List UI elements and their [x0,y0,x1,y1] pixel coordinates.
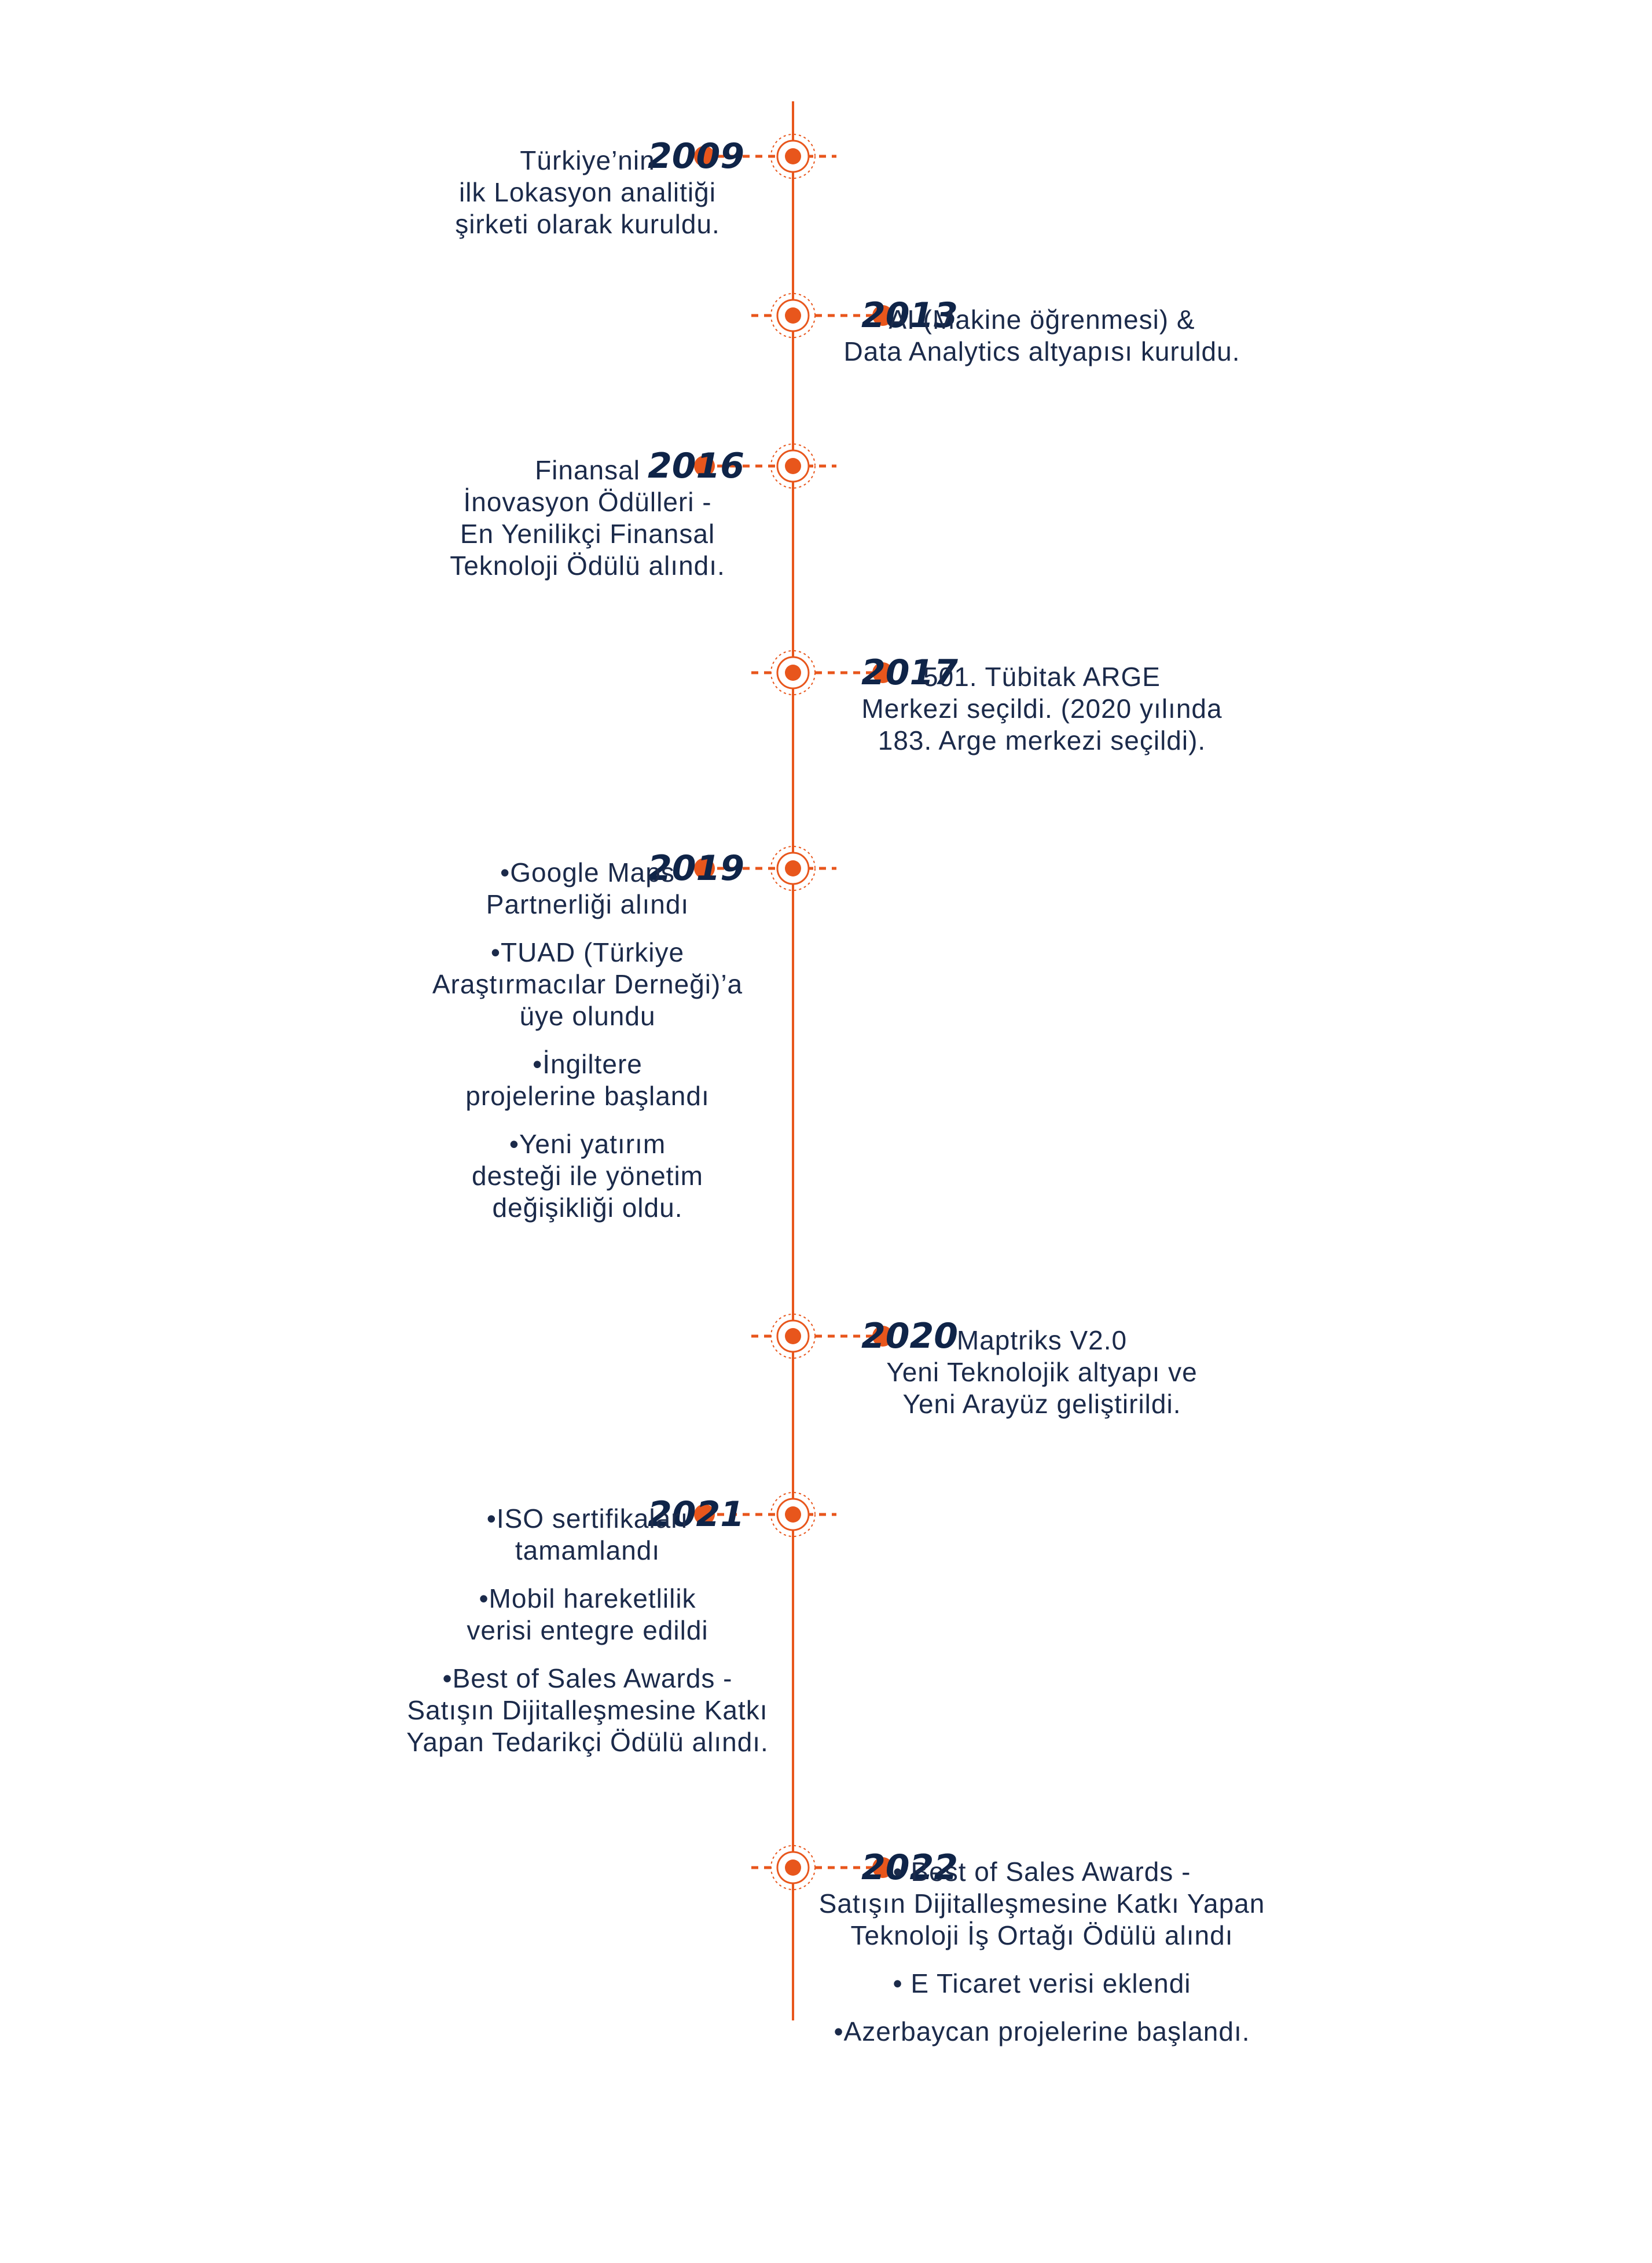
milestone-text-line: Partnerliği alındı [486,889,689,919]
milestone-text-line: Data Analytics altyapısı kuruldu. [843,336,1240,366]
year-label: 2021 [648,1494,744,1535]
milestone-text-line: • E Ticaret verisi eklendi [893,1968,1191,1998]
marker-outer-ring [770,650,816,695]
milestone-text-line: •ISO sertifikaları [486,1503,689,1534]
milestone-text-line: AI (Makine öğrenmesi) & [889,305,1195,335]
milestone-text-line: Satışın Dijitalleşmesine Katkı [407,1695,768,1725]
marker-dot [785,458,801,474]
year-label: 2020 [861,1316,958,1356]
milestone-text-line: 183. Arge merkezi seçildi). [878,725,1206,755]
marker-dot [785,148,801,164]
milestone-text-line: Teknoloji İş Ortağı Ödülü alındı [850,1920,1234,1950]
marker-outer-ring [770,443,816,489]
milestone-text-line: İnovasyon Ödülleri - [463,487,712,517]
connector-end-dot [694,456,715,476]
year-label: 2013 [861,295,958,336]
milestone-item: AI (Makine öğrenmesi) &Data Analytics al… [752,304,1331,368]
connector-end-dot [872,1326,893,1347]
marker-outer-ring [770,1314,816,1359]
year-label: 2009 [648,136,744,177]
milestone-item: •Azerbaycan projelerine başlandı. [752,2016,1331,2048]
milestone-text-line: •İngiltere [533,1049,643,1079]
marker-outer-ring [770,1492,816,1537]
year-label: 2017 [861,652,958,693]
milestone-description: • Best of Sales Awards -Satışın Dijitall… [752,1856,1331,2048]
milestone-item: • E Ticaret verisi eklendi [752,1968,1331,2000]
milestone-text-line: •Yeni yatırım [509,1129,666,1159]
marker-outer-ring [770,846,816,891]
milestone-text-line: tamamlandı [515,1535,660,1565]
milestone-text-line: Araştırmacılar Derneği)’a [432,969,743,999]
connector-end-dot [872,305,893,326]
marker-outer-ring [770,134,816,179]
milestone-text-line: •Mobil hareketlilik [479,1583,696,1613]
connector-end-dot [872,1857,893,1878]
marker-outer-ring [770,1845,816,1890]
milestone-text-line: üye olundu [519,1001,656,1031]
milestone-description: AI (Makine öğrenmesi) &Data Analytics al… [752,304,1331,368]
year-label: 2019 [648,848,744,889]
milestone-text-line: Maptriks V2.0 [956,1325,1128,1355]
milestone-text-line: •Best of Sales Awards - [442,1663,733,1693]
marker-dot [785,665,801,681]
milestone-text-line: verisi entegre edildi [467,1615,708,1645]
milestone-text-line: 501. Tübitak ARGE [923,662,1161,692]
marker-dot [785,1328,801,1344]
milestone-text-line: ilk Lokasyon analitiği [459,177,716,207]
connector-end-dot [694,1504,715,1525]
milestone-item: • Best of Sales Awards -Satışın Dijitall… [752,1856,1331,1952]
connector-end-dot [694,858,715,879]
connector-end-dot [872,662,893,683]
milestone-item: •Best of Sales Awards -Satışın Dijitalle… [327,1663,848,1758]
milestone-text-line: • Best of Sales Awards - [893,1857,1191,1887]
milestone-text-line: Merkezi seçildi. (2020 yılında [861,694,1223,724]
connector-end-dot [694,146,715,167]
milestone-text-line: Türkiye’nin [520,145,655,175]
marker-dot [785,307,801,324]
milestone-text-line: Teknoloji Ödülü alındı. [450,551,725,581]
marker-outer-ring [770,293,816,338]
milestone-text-line: En Yenilikçi Finansal [460,519,715,549]
milestone-text-line: Yeni Teknolojik altyapı ve [886,1357,1198,1387]
marker-dot [785,860,801,876]
milestone-text-line: şirketi olarak kuruldu. [455,209,720,239]
year-label: 2016 [648,446,744,486]
marker-dot [785,1506,801,1523]
milestone-text-line: •Google Maps [500,857,675,887]
milestone-text-line: Yapan Tedarikçi Ödülü alındı. [406,1727,769,1757]
milestone-text-line: •TUAD (Türkiye [490,937,685,967]
milestone-text-line: desteği ile yönetim [472,1161,703,1191]
milestone-text-line: projelerine başlandı [465,1081,710,1111]
milestone-text-line: •Azerbaycan projelerine başlandı. [834,2016,1250,2046]
year-label: 2022 [861,1847,958,1888]
milestone-text-line: Satışın Dijitalleşmesine Katkı Yapan [818,1888,1265,1919]
marker-dot [785,1859,801,1876]
milestone-text-line: Finansal [535,455,640,485]
milestone-text-line: değişikliği oldu. [492,1193,683,1223]
milestone-text-line: Yeni Arayüz geliştirildi. [902,1389,1181,1419]
